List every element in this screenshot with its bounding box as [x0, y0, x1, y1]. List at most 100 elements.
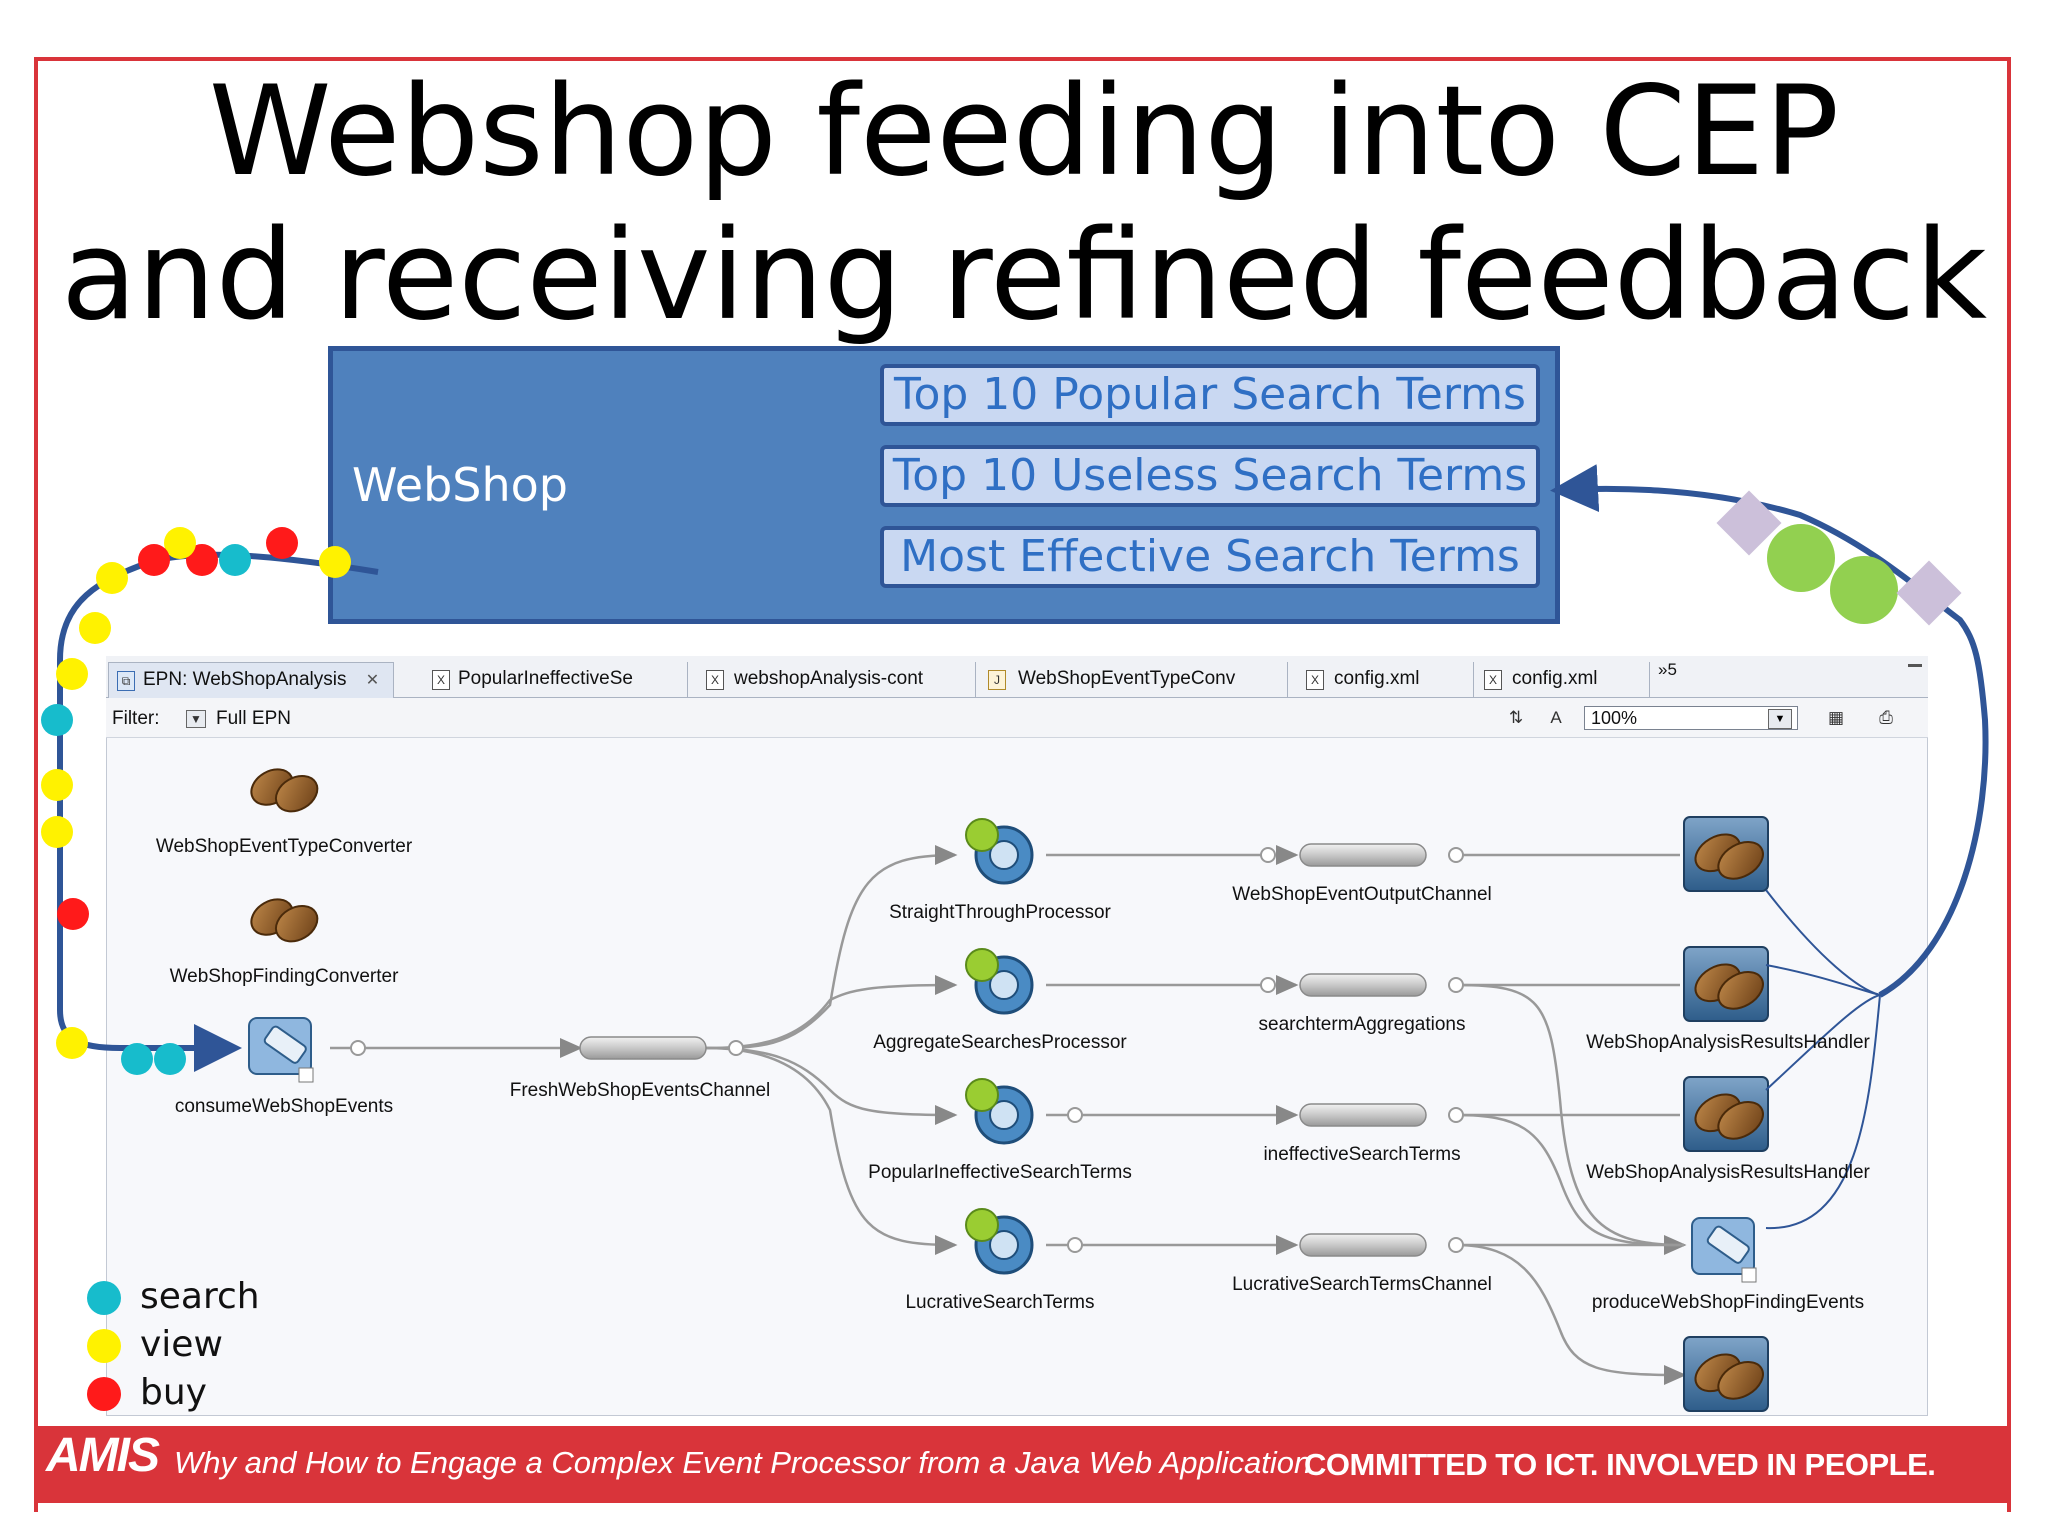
channel-lucrativesearchterms[interactable] [1299, 1233, 1427, 1257]
tab-label: config.xml [1512, 668, 1598, 689]
coffee-bean-icon[interactable] [1683, 946, 1769, 1022]
node-label-webshopeventtypeconverter: WebShopEventTypeConverter [155, 836, 413, 857]
slide-title: Webshop feeding into CEP and receiving r… [0, 60, 2048, 348]
align-icon[interactable]: A [1550, 708, 1562, 727]
node-label-lucrativesearchtermschannel: LucrativeSearchTermsChannel [1232, 1274, 1492, 1295]
footer-subtitle: Why and How to Engage a Complex Event Pr… [174, 1445, 1312, 1480]
legend-search-dot [87, 1281, 121, 1315]
node-label-webshopanalysisresultshandler-2: WebShopAnalysisResultsHandler [1586, 1162, 1870, 1183]
coffee-bean-icon[interactable] [1683, 1076, 1769, 1152]
result-collector-lines [1765, 889, 1881, 1230]
node-label-searchtermaggregations: searchtermAggregations [1258, 1014, 1466, 1035]
gear-icon[interactable] [965, 1208, 1034, 1275]
zoom-dropdown-icon[interactable]: ▼ [1768, 709, 1792, 729]
footer-tagline: COMMITTED TO ICT. INVOLVED IN PEOPLE. [1304, 1447, 1936, 1482]
node-label-webshopanalysisresultshandler-1: WebShopAnalysisResultsHandler [1586, 1032, 1870, 1053]
channel-shapes [579, 843, 1427, 1257]
view-event-dot [164, 527, 196, 559]
feedback-symbols [1716, 490, 1962, 626]
feedback-diamond [1896, 560, 1962, 626]
tab-webshopanalysis-cont[interactable]: X webshopAnalysis-cont [688, 662, 976, 698]
feedback-flow-line [1550, 464, 1989, 998]
channel-freshwebshopevents[interactable] [579, 1036, 707, 1060]
node-label-consumewebshopevents: consumeWebShopEvents [174, 1096, 394, 1117]
xml-file-icon: X [1484, 670, 1502, 690]
coffee-bean-icon[interactable] [1683, 1336, 1769, 1412]
filter-dropdown-icon[interactable]: ▼ [186, 710, 206, 728]
footer-bar [34, 1426, 2011, 1503]
title-line-1: Webshop feeding into CEP [208, 60, 1840, 204]
node-label-straightthroughprocessor: StraightThroughProcessor [889, 902, 1111, 923]
node-label-ineffectivesearchterms: ineffectiveSearchTerms [1263, 1144, 1461, 1165]
gear-icon[interactable] [965, 948, 1034, 1015]
node-label-lucrativesearchterms: LucrativeSearchTerms [905, 1292, 1095, 1313]
adapter-icon[interactable] [1691, 1217, 1757, 1283]
node-label-popularineffectivesearchterms: PopularIneffectiveSearchTerms [868, 1162, 1132, 1183]
tab-popularineffectivese[interactable]: X PopularIneffectiveSe [394, 662, 688, 698]
legend-dots [87, 1281, 121, 1411]
view-event-dot [56, 1027, 88, 1059]
tab-config-xml-2[interactable]: X config.xml [1474, 662, 1650, 698]
result-popular-search-terms: Top 10 Popular Search Terms [880, 364, 1540, 426]
view-event-dot [41, 769, 73, 801]
view-event-dot [56, 658, 88, 690]
tab-label: PopularIneffectiveSe [458, 668, 633, 689]
tab-overflow-button[interactable]: »5 [1658, 660, 1677, 679]
java-file-icon: J [988, 670, 1006, 690]
epn-connectors [330, 845, 1687, 1385]
node-label-aggregatesearchesprocessor: AggregateSearchesProcessor [873, 1032, 1127, 1053]
legend-view-label: view [140, 1324, 223, 1365]
tab-label: config.xml [1334, 668, 1420, 689]
node-label-webshopfindingconverter: WebShopFindingConverter [169, 966, 399, 987]
converter-icons [245, 762, 324, 948]
epn-icon: ⧉ [117, 671, 135, 691]
epn-editor [106, 656, 1928, 1416]
event-dots [41, 527, 351, 1075]
channel-ineffectivesearchterms[interactable] [1299, 1103, 1427, 1127]
coffee-bean-icon[interactable] [1683, 816, 1769, 892]
legend-buy-label: buy [140, 1372, 207, 1413]
diagram-icon[interactable]: ▦ [1827, 708, 1845, 727]
amis-logo: AMIS [46, 1429, 160, 1482]
filter-value[interactable]: Full EPN [216, 708, 291, 729]
buy-event-dot [186, 544, 218, 576]
buy-event-dot [138, 544, 170, 576]
view-event-dot [79, 612, 111, 644]
tab-epn-webshopanalysis[interactable]: ⧉ EPN: WebShopAnalysis ✕ [108, 662, 394, 698]
gear-icon[interactable] [965, 1078, 1034, 1145]
connector-ports [350, 847, 1464, 1253]
slide-frame [34, 57, 2011, 1512]
view-event-dot [41, 816, 73, 848]
gear-icon[interactable] [965, 818, 1034, 885]
result-effective-search-terms: Most Effective Search Terms [880, 526, 1540, 588]
print-icon[interactable]: ⎙ [1879, 708, 1893, 727]
tab-label: EPN: WebShopAnalysis [143, 669, 347, 690]
xml-file-icon: X [1306, 670, 1324, 690]
layout-icon[interactable]: ⇅ [1508, 708, 1524, 727]
minimize-icon[interactable] [1908, 664, 1922, 667]
zoom-select[interactable]: 100% [1584, 706, 1798, 730]
legend-view-dot [87, 1329, 121, 1363]
adapter-icon[interactable] [248, 1017, 314, 1083]
tab-label: WebShopEventTypeConv [1018, 668, 1236, 689]
feedback-circle [1767, 524, 1835, 592]
search-event-dot [219, 544, 251, 576]
search-event-dot [121, 1043, 153, 1075]
search-event-dot [154, 1043, 186, 1075]
buy-event-dot [266, 527, 298, 559]
coffee-bean-icon[interactable] [245, 762, 324, 818]
tab-webshopeventtypeconv[interactable]: J WebShopEventTypeConv [976, 662, 1288, 698]
sink-icons [1683, 816, 1769, 1412]
xml-file-icon: X [706, 670, 724, 690]
close-icon[interactable]: ✕ [365, 672, 380, 689]
filter-label: Filter: [112, 708, 160, 729]
search-event-dot [41, 704, 73, 736]
channel-searchtermaggregations[interactable] [1299, 973, 1427, 997]
tab-label: webshopAnalysis-cont [734, 668, 924, 689]
channel-webshopeventoutput[interactable] [1299, 843, 1427, 867]
result-useless-search-terms: Top 10 Useless Search Terms [880, 445, 1540, 507]
tab-config-xml-1[interactable]: X config.xml [1288, 662, 1474, 698]
coffee-bean-icon[interactable] [245, 892, 324, 948]
